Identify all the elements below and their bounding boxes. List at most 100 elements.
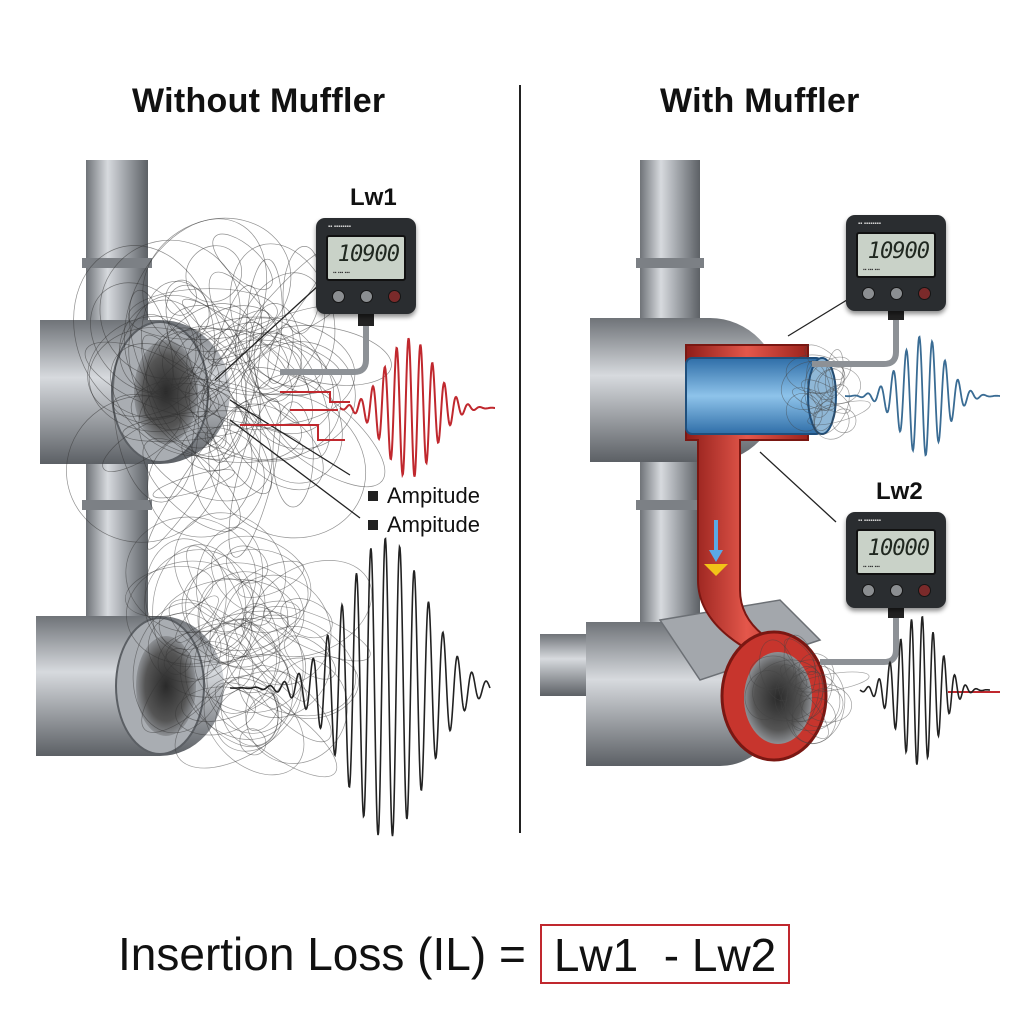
noise-stroke [785, 665, 846, 744]
noise-stroke [780, 671, 841, 732]
noise-stroke [794, 671, 870, 693]
noise-stroke [272, 401, 314, 508]
noise-stroke [66, 395, 220, 543]
meter-button [918, 287, 931, 300]
sound-level-meter-lw2: ▪▪ ▪▪▪▪▪▪▪▪ 10000 ▪▪ ▪▪▪ ▪▪▪ [846, 512, 946, 608]
noise-stroke [73, 245, 216, 419]
meter-button [332, 290, 345, 303]
noise-stroke [234, 272, 326, 390]
noise-stroke [142, 334, 227, 449]
noise-stroke [831, 408, 857, 434]
noise-stroke [234, 619, 290, 685]
insertion-loss-formula: Insertion Loss (IL) = Lw1 - Lw2 [118, 924, 791, 984]
noise-stroke [225, 332, 335, 435]
noise-stroke [792, 670, 820, 731]
noise-stroke [123, 218, 268, 400]
noise-stroke [84, 341, 220, 418]
noise-stroke [144, 322, 264, 420]
noise-stroke [185, 245, 243, 303]
right-lower-microphone-probe [820, 610, 899, 665]
noise-stroke [208, 393, 367, 539]
right-black-waveform [859, 615, 990, 765]
noise-stroke [283, 635, 336, 680]
noise-stroke [147, 612, 222, 683]
leader-line [229, 419, 361, 519]
noise-stroke [804, 344, 845, 380]
formula-lhs: Insertion Loss (IL) = [118, 928, 526, 980]
noise-stroke [807, 400, 871, 426]
noise-stroke [806, 360, 832, 412]
right-upper-noise [781, 344, 871, 440]
noise-stroke [191, 368, 262, 520]
noise-stroke [260, 325, 392, 386]
sound-level-meter-lw1: ▪▪ ▪▪▪▪▪▪▪▪ 10900 ▪▪ ▪▪▪ ▪▪▪ [316, 218, 416, 314]
noise-stroke [163, 648, 192, 675]
noise-stroke [240, 618, 308, 702]
noise-stroke [242, 600, 301, 633]
legend-label: Ampitude [387, 483, 480, 508]
left-microphone-probe [280, 318, 369, 375]
noise-stroke [146, 327, 238, 449]
noise-stroke [138, 383, 273, 502]
noise-stroke [167, 304, 290, 396]
noise-stroke [168, 599, 264, 670]
noise-stroke [203, 677, 305, 776]
noise-stroke [181, 562, 305, 658]
noise-stroke [175, 595, 219, 643]
leader-line [214, 274, 331, 381]
red-trace-line [240, 424, 345, 441]
noise-stroke [184, 641, 279, 748]
left-upper-bore [134, 340, 198, 444]
noise-stroke [165, 284, 210, 340]
noise-stroke [814, 368, 845, 401]
noise-stroke [174, 670, 302, 769]
noise-stroke [173, 512, 286, 625]
noise-stroke [238, 317, 323, 397]
meter-button [862, 584, 875, 597]
legend-item-amplitude: Ampitude [368, 483, 480, 509]
noise-stroke [752, 659, 824, 722]
noise-stroke [128, 294, 261, 460]
noise-stroke [813, 400, 836, 431]
noise-stroke [253, 330, 331, 460]
meter-reading: 10900 [867, 239, 930, 264]
noise-stroke [146, 400, 249, 550]
noise-stroke [165, 279, 197, 316]
noise-stroke [280, 598, 333, 639]
meter-button [890, 287, 903, 300]
noise-stroke [237, 560, 305, 598]
noise-stroke [215, 686, 283, 752]
noise-stroke [781, 361, 836, 410]
meter-display: 10900 ▪▪ ▪▪▪ ▪▪▪ [326, 235, 406, 281]
noise-stroke [783, 634, 816, 697]
muffler-blue-chamber [685, 357, 823, 435]
left-red-waveform [339, 337, 495, 479]
noise-stroke [791, 387, 836, 411]
lw1-label: Lw1 [350, 184, 397, 211]
noise-stroke [127, 288, 278, 340]
noise-stroke [202, 388, 272, 495]
noise-stroke [780, 664, 808, 690]
noise-stroke [102, 415, 181, 472]
leader-line [229, 399, 351, 476]
left-panel-title: Without Muffler [132, 82, 386, 120]
noise-stroke [144, 538, 227, 650]
left-black-waveform [230, 537, 491, 837]
noise-stroke [158, 578, 297, 663]
noise-stroke [206, 624, 277, 714]
noise-stroke [245, 692, 279, 732]
noise-stroke [783, 638, 817, 675]
noise-stroke [157, 630, 254, 698]
meter-button [360, 290, 373, 303]
meter-button [862, 287, 875, 300]
meter-display: 10000 ▪▪ ▪▪▪ ▪▪▪ [856, 529, 936, 575]
formula-rhs-box: Lw1 - Lw2 [539, 924, 791, 984]
noise-stroke [113, 313, 199, 503]
leader-line [759, 451, 837, 523]
noise-stroke [785, 354, 846, 394]
noise-stroke [141, 619, 252, 733]
noise-stroke [273, 656, 359, 719]
noise-stroke [749, 655, 795, 690]
noise-stroke [132, 602, 229, 734]
